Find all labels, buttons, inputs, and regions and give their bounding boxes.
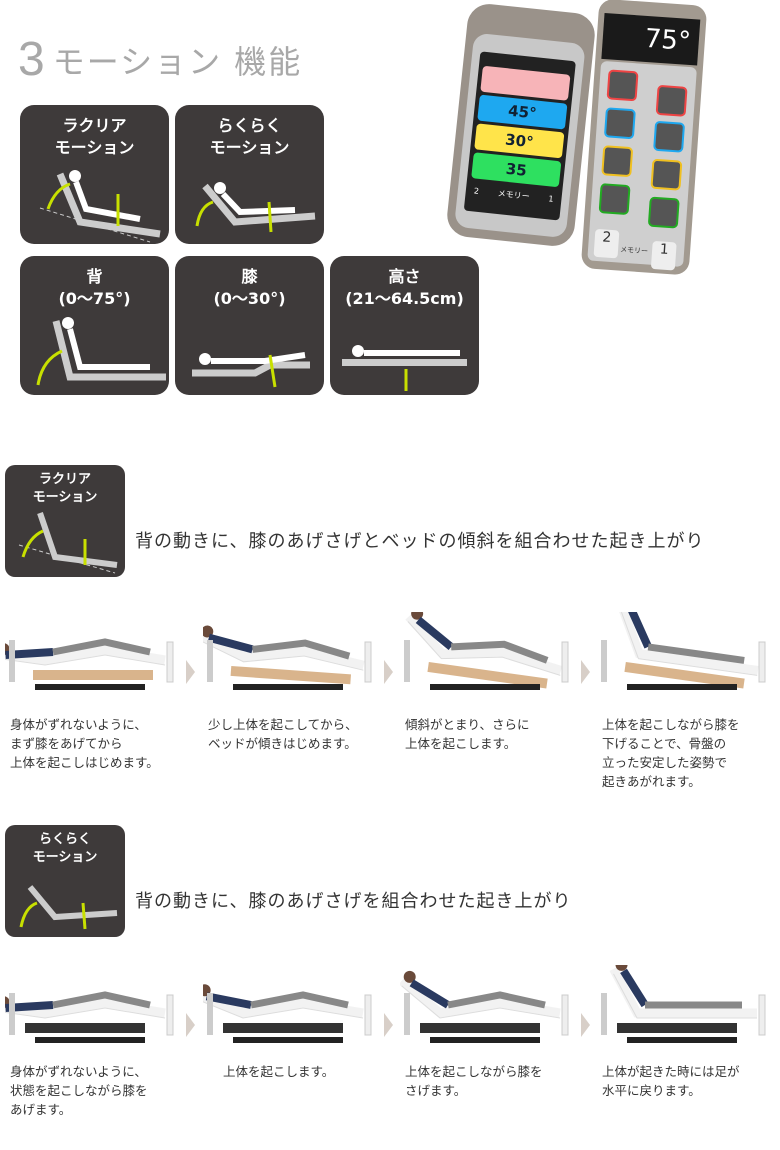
caption-line: 上体を起こしながら膝を [405,1064,543,1079]
rakuria-step-4-image [597,597,769,704]
next-arrow-icon [384,660,393,684]
next-arrow-icon [186,1013,195,1037]
caption-line: 水平に戻ります。 [602,1083,701,1098]
caption-line: さげます。 [405,1083,467,1098]
rakuria-step-3-caption: 傾斜がとまり、さらに上体を起こします。 [405,715,530,753]
feature-tile-back: 背(0〜75°) [20,256,169,395]
rakuria-badge: ラクリアモーション [5,465,125,577]
rakuraku-motion-icon [195,182,316,233]
caption-line: 起きあがれます。 [602,774,701,789]
caption-line: 上体が起きた時には足が [602,1064,740,1079]
height-motion-icon [342,345,467,391]
feature-tile-knee: 膝(0〜30°) [175,256,324,395]
feature-tile-rakuria: ラクリアモーション [20,105,169,244]
caption-line: まず膝をあげてから [10,736,123,751]
rakuraku-step-1-image [0,965,177,1057]
rakuraku-step-2-caption: 上体を起こします。 [223,1062,334,1081]
next-arrow-icon [581,1013,590,1037]
rakuraku-step-2-image [194,965,375,1057]
caption-line: 少し上体を起こしてから、 [208,717,358,732]
caption-line: 傾斜がとまり、さらに [405,717,530,732]
rakuria-motion-icon [18,512,118,574]
next-arrow-icon [186,660,195,684]
caption-line: 上体を起こします。 [405,736,517,751]
next-arrow-icon [581,660,590,684]
angle-display: 75° [601,12,701,66]
rakuria-step-2-caption: 少し上体を起こしてから、ベッドが傾きはじめます。 [208,715,358,753]
rakuraku-step-1-caption: 身体がずれないように、状態を起こしながら膝をあげます。 [10,1062,148,1119]
back-motion-icon [36,317,166,386]
memory-label: メモリー [619,245,649,256]
rakuraku-heading: 背の動きに、膝のあげさげを組合わせた起き上がり [135,891,572,912]
rakuria-step-3-image [400,607,572,704]
caption-line: 身体がずれないように、 [10,717,147,732]
rakuria-motion-icon [39,170,161,243]
rakuria-step-1-image [0,612,177,704]
caption-line: 身体がずれないように、 [10,1064,147,1079]
rakuraku-motion-icon [19,885,118,930]
rakuria-step-4-caption: 上体を起こしながら膝を下げることで、骨盤の立った安定した姿勢で起きあがれます。 [602,715,740,791]
memory-label: メモリー [497,188,531,202]
caption-line: 状態を起こしながら膝を [10,1083,148,1098]
height-value: 35 [471,152,562,188]
caption-line: ベッドが傾きはじめます。 [208,736,357,751]
rakuraku-badge: らくらくモーション [5,825,125,937]
rakuria-step-2-image [197,612,375,704]
knee-motion-icon [192,352,310,388]
caption-line: 立った安定した姿勢で [602,755,728,770]
caption-line: 上体を起こします。 [223,1064,335,1079]
rakuraku-step-3-image [398,965,572,1057]
caption-line: 下げることで、骨盤の [602,736,727,751]
feature-tile-height: 高さ(21〜64.5cm) [330,256,479,395]
memory-1-button: 1 [650,240,677,271]
memory-1-button: 1 [547,194,554,204]
button-remote-image: 75° 2 メモリー 1 [580,0,708,276]
rakuraku-step-4-caption: 上体が起きた時には足が水平に戻ります。 [602,1062,740,1100]
caption-line: 上体を起こしながら膝を [602,717,740,732]
rakuraku-step-4-image [597,958,769,1057]
rakuraku-step-3-caption: 上体を起こしながら膝をさげます。 [405,1062,543,1100]
rakuria-heading: 背の動きに、膝のあげさげとベッドの傾斜を組合わせた起き上がり [135,531,705,552]
next-arrow-icon [384,1013,393,1037]
caption-line: あげます。 [10,1102,72,1117]
memory-2-button: 2 [473,186,480,196]
memory-2-button: 2 [593,228,620,259]
rakuria-step-1-caption: 身体がずれないように、まず膝をあげてから上体を起こしはじめます。 [10,715,159,772]
feature-tile-rakuraku: らくらくモーション [175,105,324,244]
caption-line: 上体を起こしはじめます。 [10,755,159,770]
